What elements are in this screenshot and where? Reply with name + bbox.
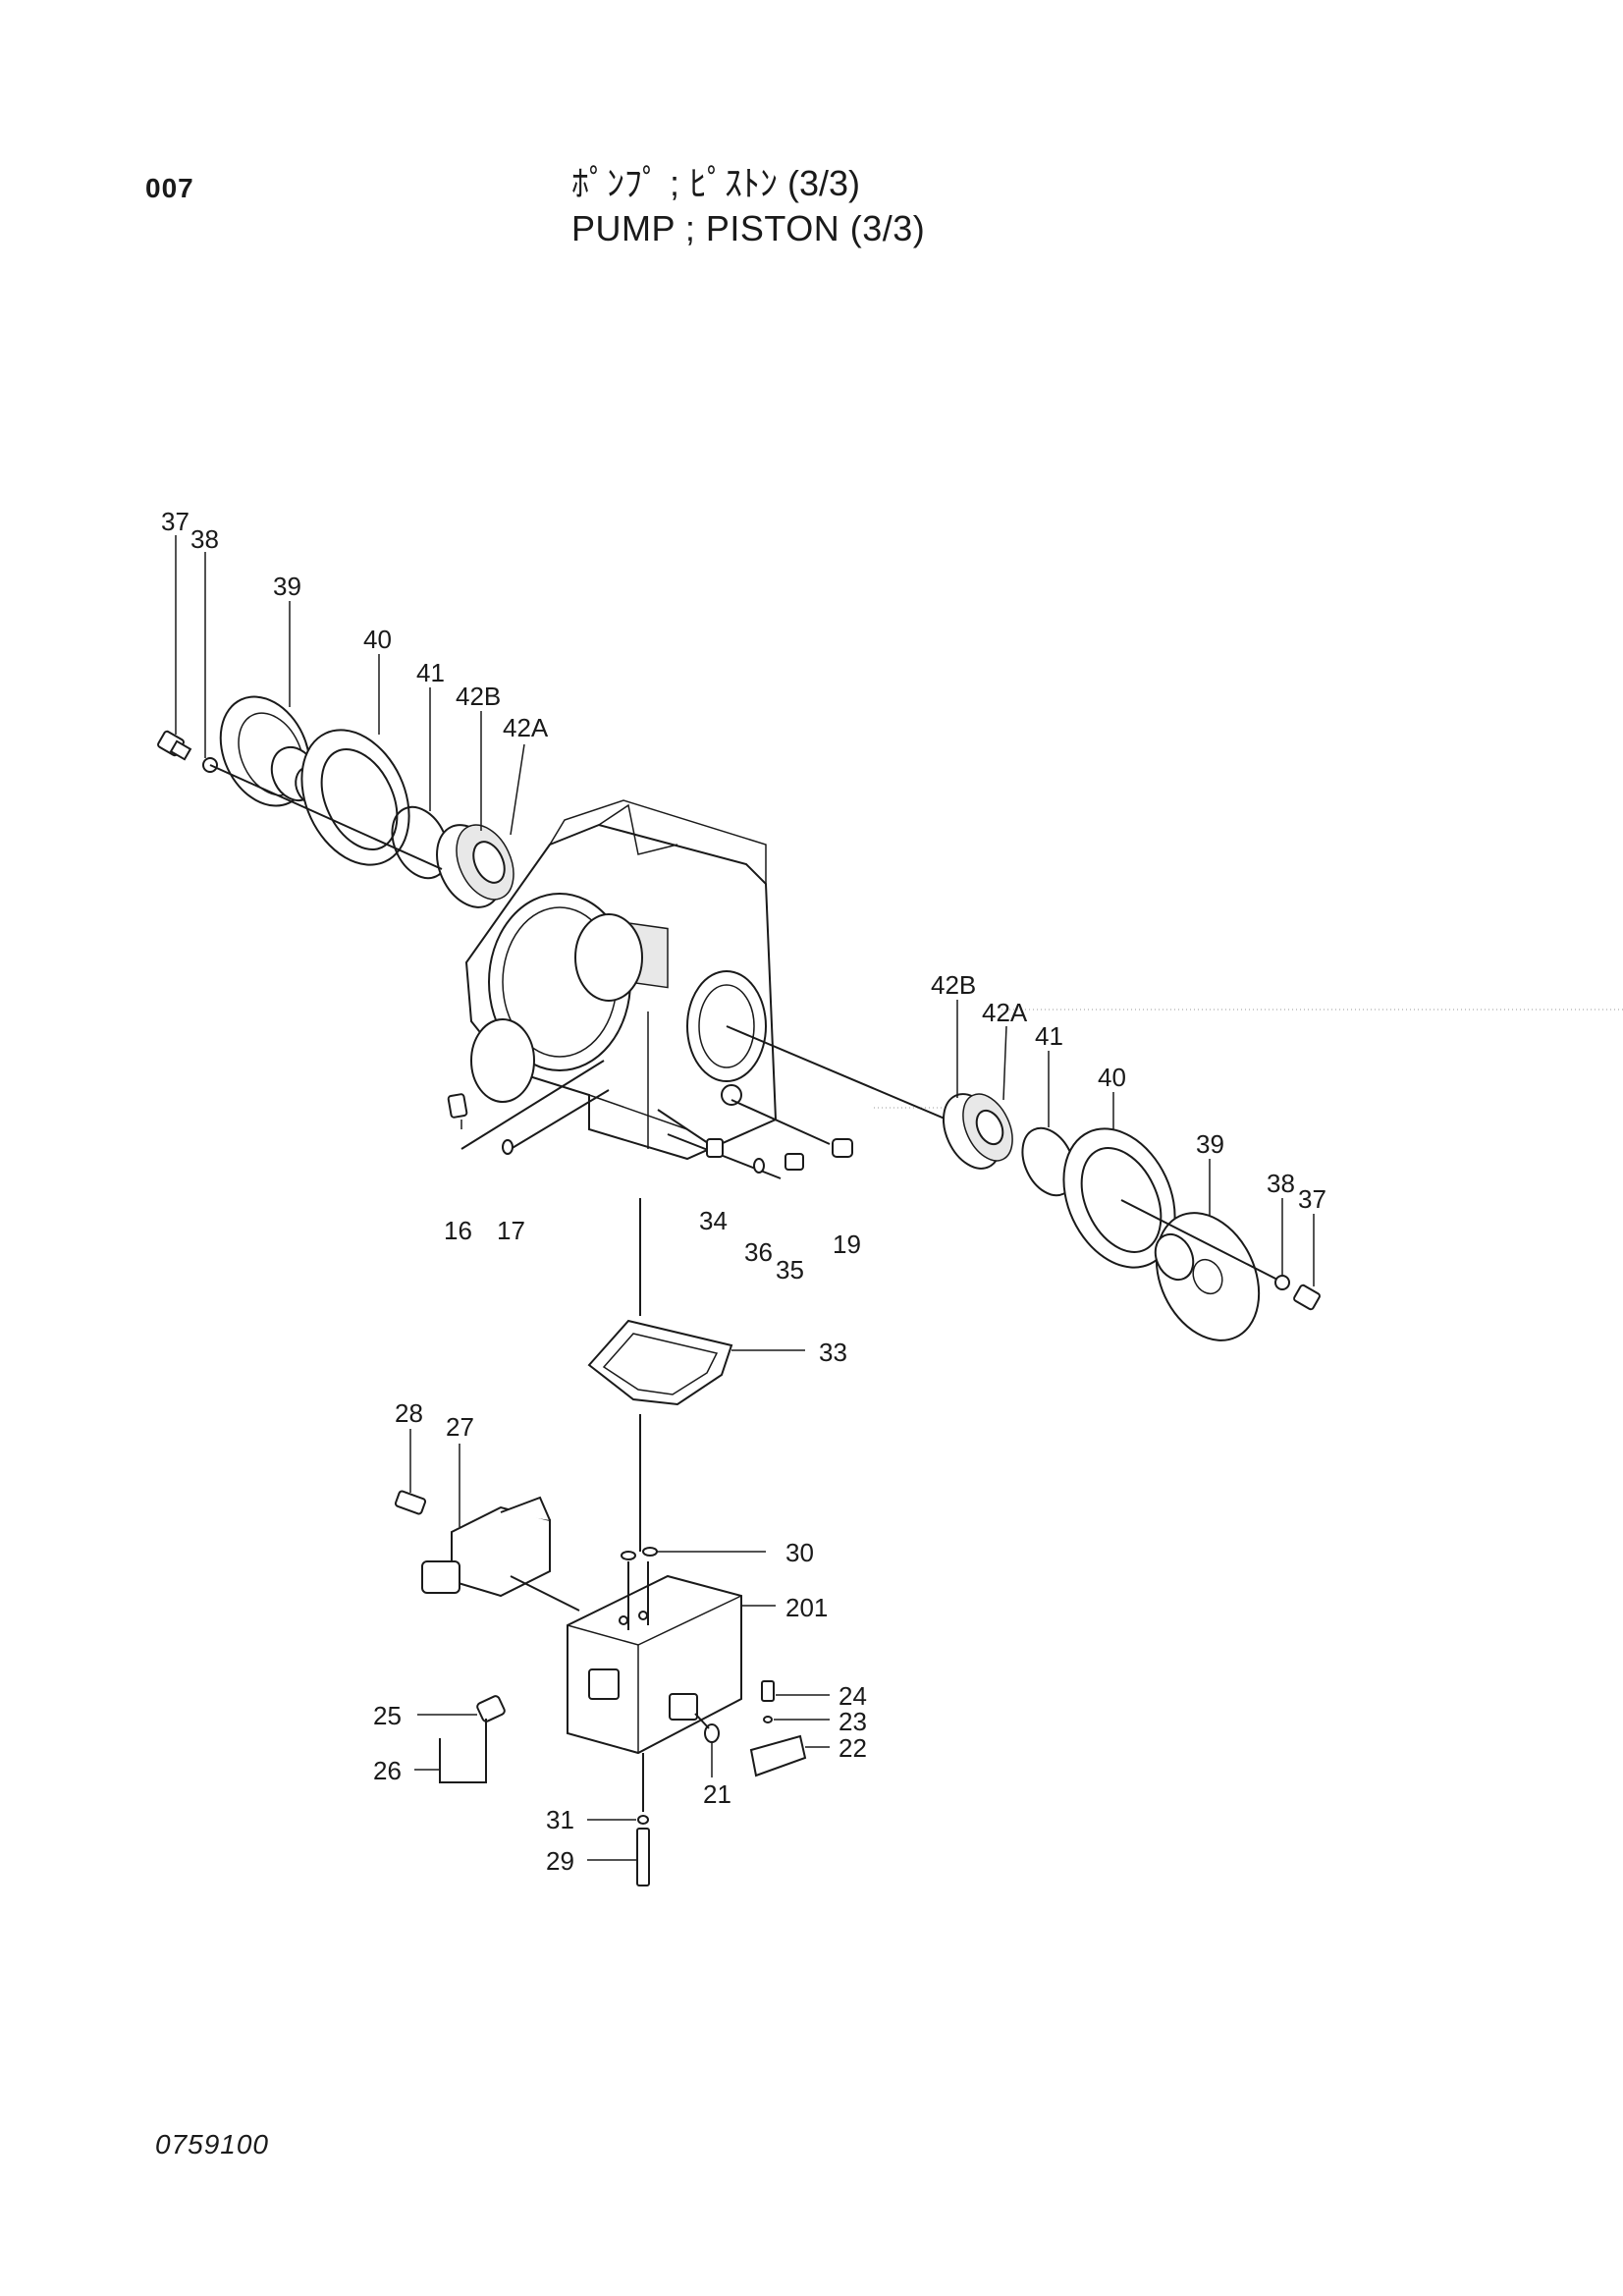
callout-33: 33 [819, 1338, 847, 1367]
title-english: PUMP ; PISTON (3/3) [571, 208, 926, 248]
gasket-33 [587, 1319, 733, 1406]
plate-22 [749, 1734, 807, 1777]
o-ring-17 [502, 1139, 514, 1155]
plug-21-line [694, 1713, 710, 1729]
callout-39-left: 39 [273, 572, 301, 601]
left-assembly-axis [209, 764, 443, 870]
title-japanese: ﾎﾟﾝﾌﾟ ; ﾋﾟｽﾄﾝ (3/3) [571, 163, 861, 203]
callout-23: 23 [839, 1707, 867, 1736]
elbow-fitting-25 [476, 1695, 506, 1758]
callout-42b-left: 42B [456, 682, 501, 711]
callout-21: 21 [703, 1779, 731, 1809]
callout-201: 201 [785, 1593, 828, 1622]
callout-37-left: 37 [161, 507, 189, 536]
callout-17: 17 [497, 1216, 525, 1245]
callout-19: 19 [833, 1230, 861, 1259]
o-ring-31 [637, 1815, 649, 1825]
callout-38-left: 38 [190, 524, 219, 554]
callout-42b-right: 42B [931, 970, 976, 1000]
callout-22: 22 [839, 1733, 867, 1763]
bolt-24 [761, 1680, 775, 1702]
plug-16-leader-line [460, 1060, 605, 1150]
callout-27: 27 [446, 1412, 474, 1442]
plug-17-leader-line [510, 1089, 610, 1150]
callout-30: 30 [785, 1538, 814, 1567]
plug-35 [784, 1153, 804, 1171]
washer-23 [763, 1716, 773, 1723]
callout-25: 25 [373, 1701, 402, 1730]
right-flange-39 [1154, 1212, 1261, 1341]
plug-19 [832, 1138, 853, 1158]
callout-36: 36 [744, 1237, 773, 1267]
drawing-code: 0759100 [155, 2129, 270, 2159]
solenoid-valve-27 [394, 1490, 580, 1612]
pipe-26 [439, 1738, 487, 1783]
callout-31: 31 [546, 1805, 574, 1834]
callout-34: 34 [699, 1206, 728, 1235]
callout-leaders [175, 535, 1315, 1861]
callout-42a-right: 42A [982, 998, 1028, 1027]
callout-37-right: 37 [1298, 1184, 1326, 1214]
callout-16: 16 [444, 1216, 472, 1245]
callout-41-left: 41 [416, 658, 445, 687]
left-bolt-37 [157, 730, 192, 761]
plug-16 [447, 1093, 468, 1119]
o-ring-30 [642, 1547, 658, 1557]
right-flange-axis [1120, 1199, 1282, 1283]
pump-housing [464, 799, 778, 1161]
port-19-leader-line [730, 1099, 831, 1145]
o-ring-36 [753, 1158, 765, 1174]
page-number: 007 [145, 173, 194, 203]
valve-block-201 [567, 1574, 742, 1755]
callout-38-right: 38 [1267, 1169, 1295, 1198]
right-assembly-axis [726, 1025, 971, 1130]
right-washer-38 [1274, 1275, 1290, 1290]
callout-42a-left: 42A [503, 713, 549, 742]
right-bolt-37 [1293, 1284, 1321, 1311]
plug-34 [706, 1138, 724, 1158]
callout-26: 26 [373, 1756, 402, 1785]
callout-29: 29 [546, 1846, 574, 1876]
left-bearing-42 [436, 824, 514, 908]
callout-35: 35 [776, 1255, 804, 1285]
callout-24: 24 [839, 1681, 867, 1711]
callout-28: 28 [395, 1398, 423, 1428]
right-bearing-42 [942, 1093, 1013, 1170]
o-ring-30 [621, 1551, 636, 1560]
callout-40-left: 40 [363, 625, 392, 654]
bolt-29 [636, 1828, 650, 1886]
callout-40-right: 40 [1098, 1063, 1126, 1092]
callout-41-right: 41 [1035, 1021, 1063, 1051]
callout-39-right: 39 [1196, 1129, 1224, 1159]
